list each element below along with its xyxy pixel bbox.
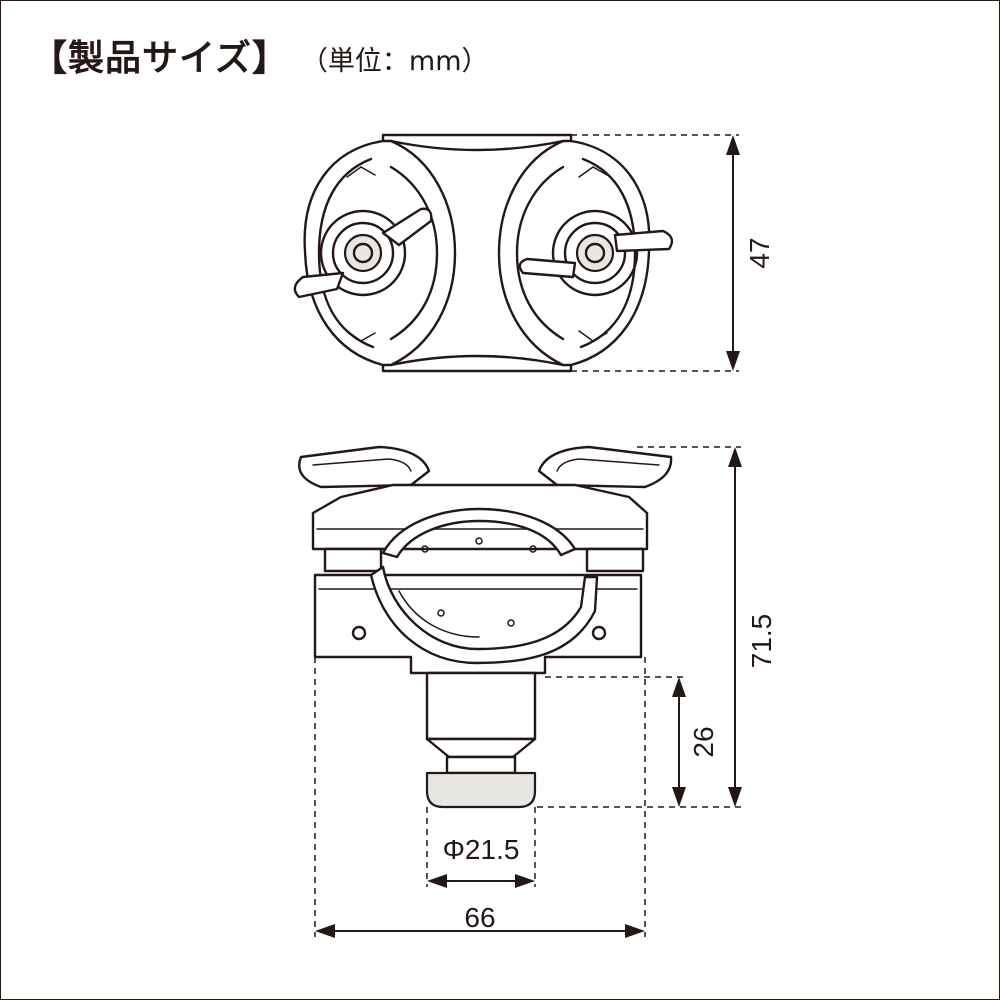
dimension-71-5: 71.5 xyxy=(537,446,777,808)
right-wing-ear xyxy=(537,445,673,489)
top-clamp-edge-top xyxy=(381,133,573,143)
dim-label-71-5: 71.5 xyxy=(746,614,777,669)
side-view xyxy=(298,445,673,809)
top-clamp-edge-bottom xyxy=(381,363,573,373)
dim-label-66: 66 xyxy=(464,902,495,933)
arrow-up xyxy=(726,135,740,155)
stem-taper xyxy=(425,737,537,759)
header: 【製品サイズ】 （単位：mm） xyxy=(31,29,489,81)
left-bolt xyxy=(343,233,383,273)
right-wing-lower xyxy=(518,257,577,279)
arrow-down xyxy=(726,351,740,371)
stem-neck xyxy=(445,755,517,775)
right-wing-nut-ring xyxy=(551,209,639,297)
grip-band-upper xyxy=(381,507,577,559)
dim-label-47: 47 xyxy=(744,237,775,268)
top-view xyxy=(293,133,674,373)
page-title: 【製品サイズ】 xyxy=(31,38,289,79)
left-wing-ear xyxy=(298,445,431,489)
unit-note: （単位：mm） xyxy=(300,46,489,77)
stem-cap xyxy=(425,771,537,809)
left-screw-hole xyxy=(351,625,367,641)
dim-label-26: 26 xyxy=(688,726,719,757)
left-wing-upper xyxy=(381,207,433,247)
right-housing xyxy=(497,139,651,367)
dimension-47: 47 xyxy=(571,134,775,372)
right-screw-hole xyxy=(591,625,607,641)
grip-band-lower xyxy=(369,565,599,665)
left-wing-nut-ring xyxy=(319,209,407,297)
right-spacer xyxy=(585,547,645,573)
dimension-26: 26 xyxy=(545,676,719,807)
dimension-diameter: Φ21.5 xyxy=(426,807,536,888)
left-wing-lower xyxy=(293,271,345,299)
stem xyxy=(425,671,537,741)
dimension-66: 66 xyxy=(314,657,646,938)
right-bolt xyxy=(575,233,615,273)
right-wing-upper xyxy=(613,229,674,253)
dim-label-diameter: Φ21.5 xyxy=(443,834,520,865)
left-spacer xyxy=(323,547,383,573)
